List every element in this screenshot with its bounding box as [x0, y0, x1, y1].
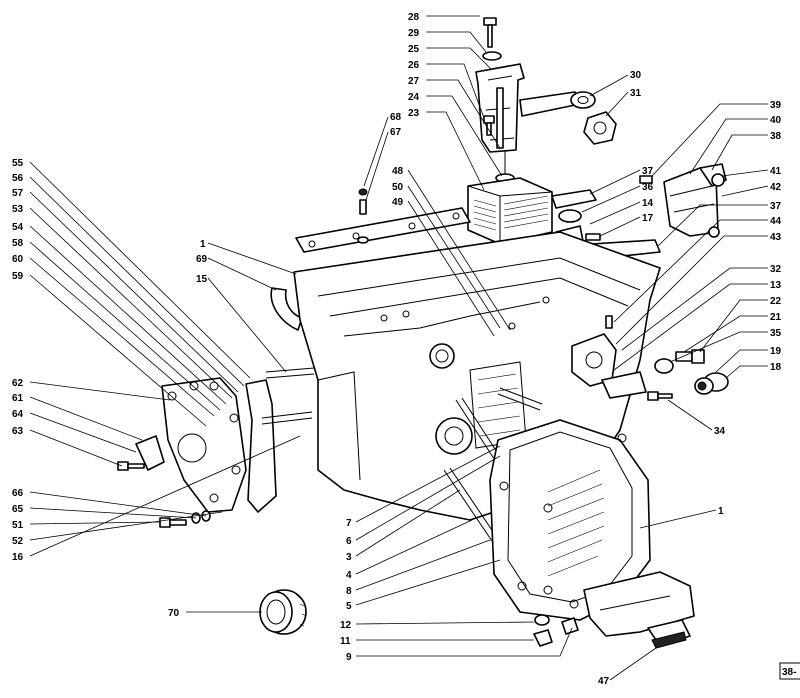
- stud-44: [605, 315, 613, 329]
- callout-24: 24: [408, 92, 420, 103]
- leader-lines: [29, 15, 769, 681]
- callout-15: 15: [196, 274, 208, 285]
- bolt-22: [675, 349, 705, 364]
- callout-65: 65: [12, 504, 24, 515]
- callout-51: 51: [12, 520, 24, 531]
- callout-1-timing-case: 1: [718, 506, 724, 517]
- callout-56: 56: [12, 173, 24, 184]
- callout-55: 55: [12, 158, 24, 169]
- callout-34: 34: [714, 426, 726, 437]
- sheet-tag-text: 38-: [782, 667, 796, 678]
- callout-40: 40: [770, 115, 782, 126]
- callout-41: 41: [770, 166, 782, 177]
- bolt-26: [483, 115, 495, 136]
- callout-25: 25: [408, 44, 420, 55]
- callout-3: 3: [346, 552, 352, 563]
- end-plate-61: [161, 377, 247, 513]
- callout-63: 63: [12, 426, 24, 437]
- callout-61: 61: [12, 393, 24, 404]
- gasket-53: [245, 379, 277, 513]
- parts-artwork: [117, 17, 729, 649]
- callout-18: 18: [770, 362, 782, 373]
- callout-53: 53: [12, 204, 24, 215]
- callout-26: 26: [408, 60, 420, 71]
- cover-63: [117, 435, 165, 471]
- callout-11: 11: [340, 636, 351, 647]
- callout-23: 23: [408, 108, 420, 119]
- callout-42: 42: [770, 182, 782, 193]
- callout-37: 37: [642, 166, 654, 177]
- callout-35: 35: [770, 328, 782, 339]
- stud-67: [357, 188, 369, 244]
- callout-14: 14: [642, 198, 654, 209]
- callout-48: 48: [392, 166, 404, 177]
- callout-16: 16: [12, 552, 24, 563]
- callout-8: 8: [346, 586, 352, 597]
- callout-60: 60: [12, 254, 24, 265]
- callout-31: 31: [630, 88, 642, 99]
- stud-60: [261, 411, 313, 425]
- callout-37b: 37: [770, 201, 782, 212]
- callout-54: 54: [12, 222, 24, 233]
- callout-70: 70: [168, 608, 180, 619]
- callout-4: 4: [346, 570, 352, 581]
- callout-32: 32: [770, 264, 782, 275]
- callout-69: 69: [196, 254, 208, 265]
- callout-21: 21: [770, 312, 782, 323]
- nuts-11-12: [533, 614, 579, 647]
- callout-5: 5: [346, 601, 352, 612]
- callout-59: 59: [12, 271, 24, 282]
- callout-labels: 28 29 25 26 27 24 23 30 31 68 67 39 40 3…: [12, 12, 782, 687]
- callout-47: 47: [598, 676, 610, 687]
- callout-12: 12: [340, 620, 352, 631]
- bolt-34: [647, 391, 673, 401]
- callout-7: 7: [346, 518, 352, 529]
- callout-30: 30: [630, 70, 642, 81]
- callout-67: 67: [390, 127, 402, 138]
- callout-29: 29: [408, 28, 420, 39]
- stud-58: [265, 367, 315, 379]
- callout-64: 64: [12, 409, 24, 420]
- callout-43: 43: [770, 232, 782, 243]
- callout-44: 44: [770, 216, 782, 227]
- callout-1-crankcase: 1: [200, 239, 206, 250]
- washer-35: [654, 358, 674, 374]
- callout-58: 58: [12, 238, 24, 249]
- callout-17: 17: [642, 213, 654, 224]
- pump-13: [571, 333, 647, 399]
- gasket-31: [583, 111, 617, 145]
- callout-50: 50: [392, 182, 404, 193]
- ring-36: [558, 209, 582, 223]
- sheet-tag: 38-: [779, 662, 800, 680]
- callout-68: 68: [390, 112, 402, 123]
- callout-28: 28: [408, 12, 420, 23]
- bolt-28: [483, 17, 497, 48]
- callout-22: 22: [770, 296, 782, 307]
- callout-13: 13: [770, 280, 782, 291]
- sump-47: [583, 571, 695, 649]
- callout-36: 36: [642, 182, 654, 193]
- callout-66: 66: [12, 488, 24, 499]
- callout-6: 6: [346, 536, 352, 547]
- callout-38: 38: [770, 131, 782, 142]
- callout-9: 9: [346, 652, 352, 663]
- oil-filter-23: [467, 177, 553, 245]
- callout-62: 62: [12, 378, 24, 389]
- callout-39: 39: [770, 100, 782, 111]
- callout-57: 57: [12, 188, 24, 199]
- bearing-70: [259, 589, 307, 635]
- washer-29: [482, 51, 502, 61]
- callout-49: 49: [392, 197, 404, 208]
- callout-52: 52: [12, 536, 24, 547]
- callout-27: 27: [408, 76, 420, 87]
- plug-18: [694, 372, 729, 395]
- callout-19: 19: [770, 346, 782, 357]
